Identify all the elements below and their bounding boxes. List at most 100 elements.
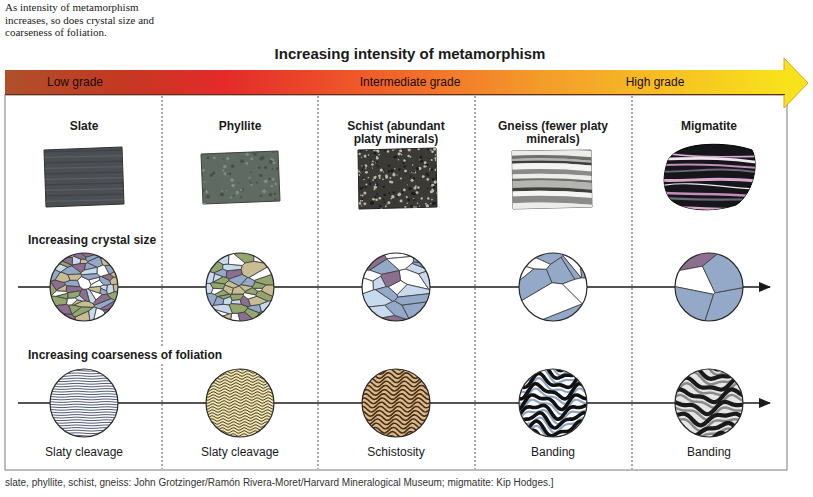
column-divider bbox=[318, 96, 319, 469]
rock-speck bbox=[361, 156, 362, 157]
rock-speck bbox=[261, 156, 265, 160]
rock-speck bbox=[390, 177, 392, 179]
rock-speck bbox=[416, 168, 419, 171]
rock-speck bbox=[433, 207, 434, 208]
rock-speck bbox=[426, 173, 429, 176]
rock-streak bbox=[40, 156, 128, 158]
crystal-grain bbox=[359, 251, 384, 257]
rock-speck bbox=[369, 183, 372, 186]
rock-speck bbox=[378, 154, 380, 156]
rock-speck bbox=[384, 149, 386, 151]
rock-speck bbox=[365, 171, 368, 174]
rock-streak bbox=[40, 150, 128, 152]
rock-speck bbox=[224, 172, 227, 175]
foliation-line bbox=[46, 399, 122, 401]
rock-speck bbox=[200, 173, 203, 176]
rock-speck bbox=[215, 149, 218, 152]
rock-speck bbox=[431, 159, 433, 161]
crystal-grain bbox=[210, 283, 225, 289]
rock-streak bbox=[40, 172, 128, 174]
crystal-grain bbox=[561, 256, 581, 280]
rock-speck bbox=[271, 161, 272, 162]
rock-speck bbox=[264, 179, 268, 183]
foliation-line bbox=[202, 383, 278, 385]
rock-speck bbox=[408, 187, 411, 190]
foliation-line bbox=[202, 434, 278, 436]
rock-speck bbox=[250, 171, 252, 173]
column-divider bbox=[162, 96, 163, 469]
rock-speck bbox=[360, 150, 362, 152]
rock-speck bbox=[222, 169, 224, 171]
rock-speck bbox=[394, 168, 395, 169]
rock-speck bbox=[226, 173, 227, 174]
rock-speck bbox=[379, 205, 382, 208]
rock-speck bbox=[366, 155, 368, 157]
rock-speck bbox=[271, 203, 273, 205]
rock-streak bbox=[660, 198, 760, 200]
foliation-line bbox=[358, 394, 434, 400]
foliation-line bbox=[358, 440, 434, 446]
crystal-grain bbox=[80, 259, 88, 264]
foliation-line bbox=[202, 407, 278, 410]
crystal-grain bbox=[74, 251, 86, 260]
crystal-grain bbox=[66, 286, 82, 293]
crystal-grain bbox=[252, 282, 265, 288]
rock-speck bbox=[432, 188, 434, 190]
foliation-line bbox=[202, 374, 278, 376]
rock-speck bbox=[429, 169, 430, 170]
rock-speck bbox=[391, 181, 394, 184]
rock-speck bbox=[355, 192, 358, 195]
rock-speck bbox=[206, 195, 210, 199]
rock-speck bbox=[258, 166, 261, 169]
rock-speck bbox=[365, 186, 367, 188]
foliation-line bbox=[202, 371, 278, 373]
foliation-line bbox=[515, 364, 591, 378]
grade-label: Intermediate grade bbox=[320, 70, 500, 95]
crystal-grain bbox=[47, 304, 72, 314]
rock-speck bbox=[398, 159, 400, 161]
foliation-name: Slaty cleavage bbox=[14, 445, 154, 459]
rock-speck bbox=[233, 195, 235, 197]
rock-speck bbox=[375, 162, 376, 163]
rock-speck bbox=[420, 156, 423, 159]
rock-speck bbox=[417, 186, 420, 189]
foliation-line bbox=[46, 417, 122, 419]
rock-speck bbox=[199, 151, 202, 154]
foliation-pattern bbox=[46, 363, 122, 442]
foliation-line bbox=[46, 404, 122, 406]
foliation-line bbox=[46, 406, 122, 408]
rock-speck bbox=[422, 175, 425, 178]
foliation-line bbox=[358, 398, 434, 404]
crystal-grain bbox=[248, 296, 267, 305]
rock-speck bbox=[406, 196, 408, 198]
rock-streak bbox=[660, 164, 760, 168]
title: Increasing intensity of metamorphism bbox=[160, 45, 660, 63]
crystal-grain bbox=[107, 253, 121, 264]
crystal-grain bbox=[232, 286, 245, 294]
rock-speck bbox=[406, 203, 407, 204]
rock-speck bbox=[438, 169, 440, 171]
rock-speck bbox=[229, 173, 231, 175]
rock-speck bbox=[425, 210, 426, 211]
foliation-line bbox=[202, 365, 278, 367]
rock-speck bbox=[374, 186, 377, 189]
rock-speck bbox=[387, 146, 389, 148]
rock-speck bbox=[431, 169, 433, 171]
rock-speck bbox=[264, 166, 267, 169]
crystal-grain bbox=[211, 288, 223, 294]
foliation-line bbox=[202, 431, 278, 434]
rock-speck bbox=[363, 192, 366, 195]
rock-speck bbox=[240, 189, 242, 191]
foliation-name: Schistosity bbox=[326, 445, 466, 459]
rock-speck bbox=[373, 176, 376, 179]
foliation-line bbox=[202, 419, 278, 422]
rock-band bbox=[505, 202, 600, 212]
rock-name: Gneiss (fewer platy minerals) bbox=[493, 120, 613, 146]
rock-speck bbox=[410, 175, 412, 177]
rock-speck bbox=[429, 183, 431, 185]
rock-speck bbox=[226, 157, 229, 160]
rock-speck bbox=[364, 164, 367, 167]
crystal-grain bbox=[68, 274, 82, 280]
crystal-grain bbox=[213, 297, 223, 306]
rock-texture bbox=[199, 149, 283, 206]
